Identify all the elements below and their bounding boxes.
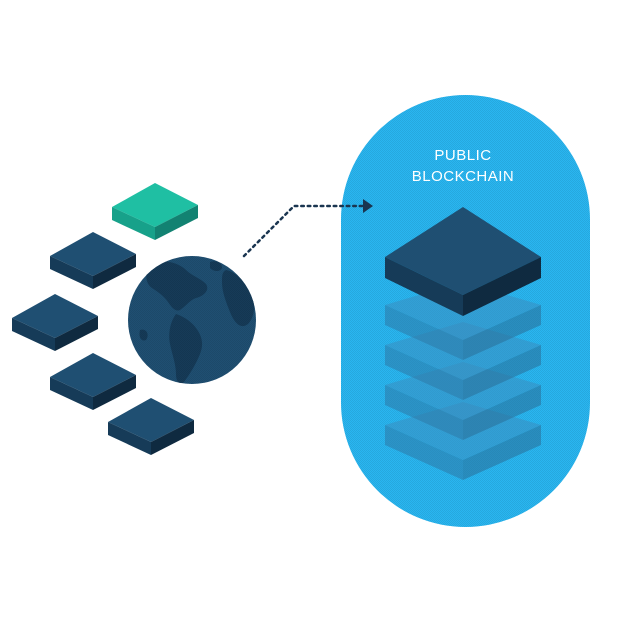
chain-block-1-top <box>385 207 541 316</box>
container-label-line-1: PUBLIC <box>434 147 491 164</box>
node-3 <box>50 353 136 410</box>
connector <box>242 199 373 258</box>
globe-icon <box>128 256 256 384</box>
block-stack <box>385 207 541 480</box>
node-highlighted <box>112 183 198 240</box>
node-2 <box>12 294 98 351</box>
network-nodes <box>12 183 198 455</box>
arrowhead-icon <box>363 199 373 213</box>
dotted-connector-line <box>242 204 366 258</box>
node-1 <box>50 232 136 289</box>
container-label-line-2: BLOCKCHAIN <box>412 168 515 185</box>
node-4 <box>108 398 194 455</box>
